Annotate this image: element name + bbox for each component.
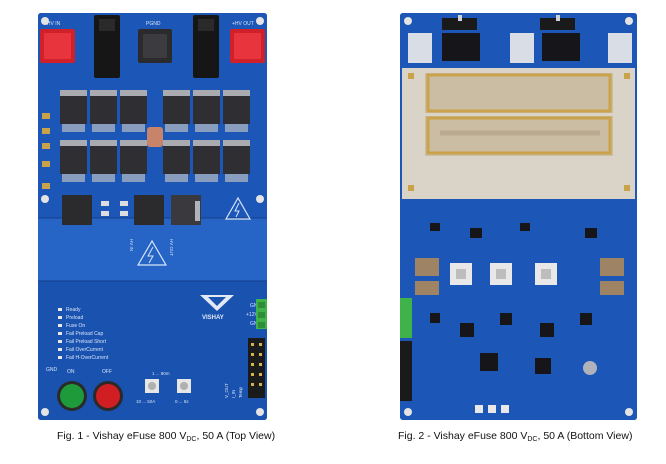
figure-2-caption: Fig. 2 - Vishay eFuse 800 VDC, 50 A (Bot…: [398, 430, 632, 443]
vout-label: V_OUT: [224, 383, 229, 398]
caption-subscript: DC: [527, 436, 538, 443]
pgnd-terminal: [138, 29, 172, 63]
status-label: Fail Preload Short: [66, 339, 107, 345]
iin-label: I_IN: [231, 390, 236, 398]
hv-out-terminal: [230, 29, 265, 63]
mosfet-row-2: [60, 140, 250, 182]
hv-out-small-label: HV OUT: [169, 239, 174, 256]
status-label: Preload: [66, 315, 83, 321]
shunt-resistor: [147, 127, 163, 147]
via-arrays: [408, 33, 632, 63]
pin-header: [248, 338, 265, 398]
status-label: Fail Preload Cap: [66, 331, 103, 337]
range-top-label: 1 ... 80m: [152, 371, 170, 376]
status-label: Fail H-OverCurrent: [66, 355, 109, 361]
status-label: Ready: [66, 307, 81, 313]
conn-label: GND: [250, 321, 262, 327]
current-range-label: 10 ... 50A: [136, 399, 155, 404]
off-button[interactable]: [93, 381, 123, 411]
caption-subscript: DC: [186, 436, 197, 443]
board-top-view: +HV IN PGND +HV OUT: [38, 13, 267, 420]
input-jack: [94, 15, 120, 78]
smd-components: [415, 223, 624, 413]
caption-prefix: Fig. 2 - Vishay eFuse 800 V: [398, 430, 528, 442]
hv-in-label: +HV IN: [44, 21, 61, 27]
status-label: Fuse On: [66, 323, 85, 329]
output-jack: [193, 15, 219, 78]
brand-text: VISHAY: [202, 315, 224, 321]
rotary-switch-time[interactable]: [177, 379, 191, 393]
conn-label: GND: [250, 303, 262, 309]
on-label: ON: [67, 369, 75, 375]
hv-in-small-label: HV IN: [129, 239, 134, 251]
driver-components: [62, 195, 201, 225]
off-label: OFF: [102, 369, 112, 375]
hv-out-label: +HV OUT: [232, 21, 254, 27]
temp-label: Temp: [238, 386, 243, 398]
middle-warning-icon: [136, 239, 168, 266]
time-range-label: 0 ... 5s: [175, 399, 189, 404]
on-button[interactable]: [57, 381, 87, 411]
heatsink-plate: [402, 68, 635, 199]
caption-suffix: , 50 A (Bottom View): [537, 430, 633, 442]
side-connectors: [400, 298, 412, 401]
rotary-switch-current[interactable]: [145, 379, 159, 393]
figure-1-caption: Fig. 1 - Vishay eFuse 800 VDC, 50 A (Top…: [57, 430, 275, 443]
conn-label: +12V: [246, 312, 258, 318]
board-bottom-view: [400, 13, 637, 420]
vishay-logo: VISHAY: [200, 295, 234, 321]
high-voltage-warning-icon: [224, 196, 252, 220]
status-led-list: Ready Preload Fuse On Fail Preload Cap F…: [58, 307, 109, 361]
hv-in-terminal: [40, 29, 75, 63]
caption-prefix: Fig. 1 - Vishay eFuse 800 V: [57, 430, 187, 442]
mounting-holes: [404, 17, 633, 416]
pgnd-label: PGND: [146, 21, 161, 27]
mosfet-row-1: [60, 90, 250, 132]
power-connector: [256, 299, 267, 329]
board-bottom-artwork: [400, 13, 637, 420]
small-capacitors: [42, 113, 50, 189]
status-label: Fail OverCurrent: [66, 347, 104, 353]
board-top-artwork: +HV IN PGND +HV OUT: [38, 13, 267, 420]
gnd-label: GND: [46, 367, 58, 373]
caption-suffix: , 50 A (Top View): [196, 430, 276, 442]
mounting-holes: [41, 17, 264, 416]
connector-strip: [442, 15, 575, 30]
